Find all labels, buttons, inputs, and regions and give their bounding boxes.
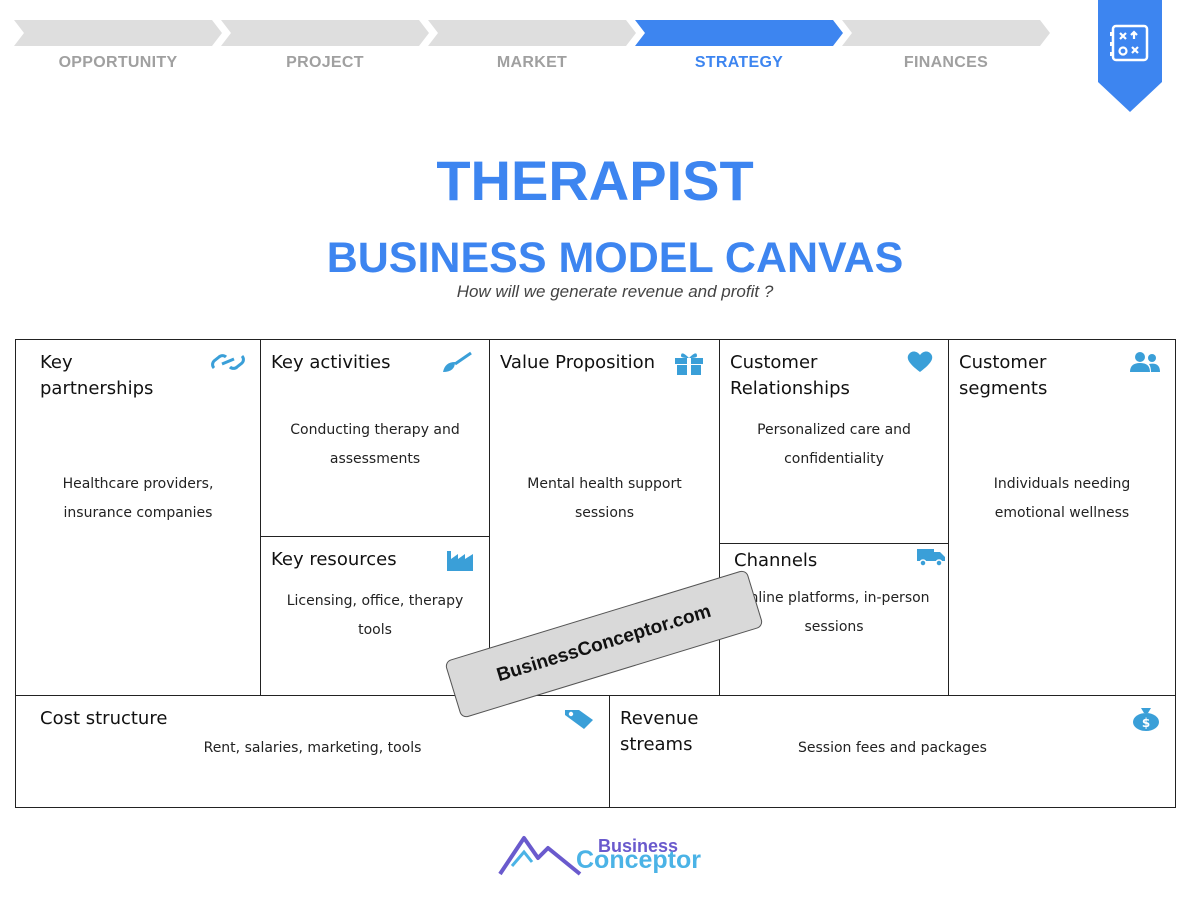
truck-icon [917,549,945,567]
box-text: Healthcare providers, insurance companie… [62,476,214,521]
channels-box[interactable]: Channels Online platforms, in-person ses… [719,543,949,696]
box-text: Online platforms, in-person sessions [738,590,930,635]
price-tag-icon [565,710,593,729]
revenue-streams-box[interactable]: Revenue streams $ Session fees and packa… [609,695,1176,808]
box-text: Session fees and packages [798,740,987,756]
cost-structure-box[interactable]: Cost structure Rent, salaries, marketing… [15,695,610,808]
logo-line1: Business [598,836,679,856]
box-title: Revenue streams [620,708,699,755]
box-title: Value Proposition [500,352,656,373]
page-subtitle: BUSINESS MODEL CANVAS [326,234,904,282]
step-chevron [842,20,1050,46]
factory-icon [447,551,473,571]
step-market[interactable]: MARKET [428,20,636,80]
business-model-canvas: Key partnerships Healthcare providers, i… [15,339,1176,808]
step-chevron [14,20,222,46]
step-chevron [635,20,843,46]
step-chevron [428,20,636,46]
step-label: FINANCES [903,54,989,71]
customer-relationships-box[interactable]: Customer Relationships Personalized care… [719,339,949,544]
box-text: Licensing, office, therapy tools [286,593,464,638]
step-opportunity[interactable]: OPPORTUNITY [14,20,222,80]
money-bag-icon: $ [1133,708,1159,731]
key-partnerships-box[interactable]: Key partnerships Healthcare providers, i… [15,339,261,696]
strategy-bookmark[interactable] [1098,0,1162,112]
business-conceptor-logo[interactable]: Business Conceptor [498,830,708,880]
step-label: OPPORTUNITY [58,54,178,71]
box-title: Key activities [271,352,391,373]
page-title: THERAPIST [436,149,754,212]
box-text: Rent, salaries, marketing, tools [203,740,422,756]
svg-text:$: $ [1142,716,1150,730]
box-text: Mental health support sessions [527,476,682,521]
box-text: Conducting therapy and assessments [290,422,460,467]
step-chevron [221,20,429,46]
key-activities-box[interactable]: Key activities Conducting therapy and as… [260,339,490,537]
tagline: How will we generate revenue and profit … [456,282,774,301]
box-text: Individuals needing emotional wellness [993,476,1131,521]
box-title: Cost structure [40,708,168,729]
heart-icon [907,351,933,372]
step-label: STRATEGY [694,54,784,71]
logo-line2: Conceptor [576,846,701,874]
step-strategy[interactable]: STRATEGY [635,20,843,80]
box-title: Customer Relationships [730,352,850,399]
users-icon [1130,352,1160,372]
box-title: Key resources [271,549,397,570]
shovel-icon [443,351,472,372]
customer-segments-box[interactable]: Customer segments Individuals needing em… [948,339,1176,696]
box-text: Personalized care and confidentiality [757,422,911,467]
link-icon [211,354,245,370]
box-title: Key partnerships [40,352,154,399]
mountain-logo-icon [498,836,582,876]
key-resources-box[interactable]: Key resources Licensing, office, therapy… [260,536,490,696]
step-label: MARKET [496,54,568,71]
step-project[interactable]: PROJECT [221,20,429,80]
gift-icon [675,353,703,375]
step-label: PROJECT [286,54,364,71]
box-title: Channels [734,550,818,571]
progress-steps: OPPORTUNITY PROJECT MARKET STRATEGY FINA… [14,20,1054,80]
step-finances[interactable]: FINANCES [842,20,1050,80]
strategy-board-icon [1110,24,1149,62]
box-title: Customer segments [959,352,1048,399]
